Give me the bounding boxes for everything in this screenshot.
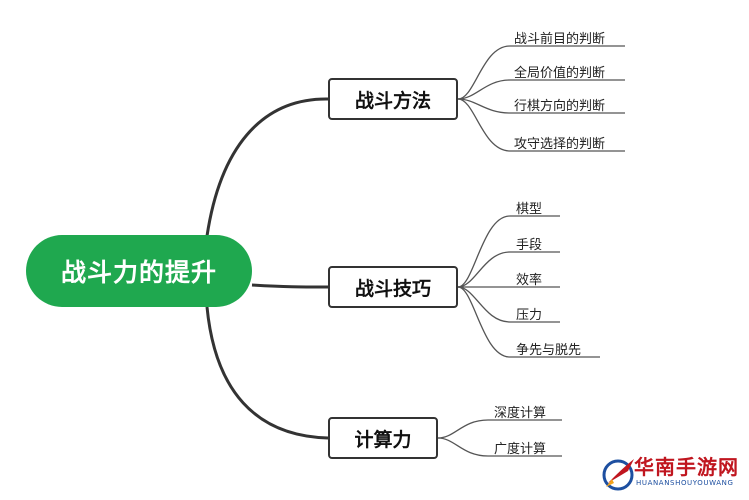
leaf-node: 手段 xyxy=(516,238,543,253)
watermark-logo: 华南手游网 HUANANSHOUYOUWANG xyxy=(598,451,744,495)
leaf-node: 全局价值的判断 xyxy=(514,66,606,81)
root-node: 战斗力的提升 xyxy=(26,235,252,307)
leaf-node: 棋型 xyxy=(516,202,543,217)
branch-node-label: 战斗方法 xyxy=(354,89,431,112)
leaf-node: 战斗前目的判断 xyxy=(514,32,606,47)
leaf-node: 攻守选择的判断 xyxy=(514,137,606,152)
rocket-logo-icon xyxy=(602,459,634,491)
leaf-node: 压力 xyxy=(516,308,543,323)
leaf-node: 行棋方向的判断 xyxy=(514,99,606,114)
branch-node-battle-method: 战斗方法 xyxy=(328,78,458,120)
branch-node-calculation: 计算力 xyxy=(328,417,438,459)
branch2-leaf-lines xyxy=(457,215,600,358)
leaf-node: 广度计算 xyxy=(494,442,547,457)
connector-root-branch3 xyxy=(205,306,329,440)
watermark-title: 华南手游网 xyxy=(634,455,739,479)
connector-root-branch1 xyxy=(205,97,329,237)
leaf-node: 争先与脱先 xyxy=(516,343,582,358)
leaf-node: 效率 xyxy=(516,273,543,288)
root-node-label: 战斗力的提升 xyxy=(60,258,217,287)
branch-node-label: 计算力 xyxy=(354,428,412,451)
watermark-subtitle: HUANANSHOUYOUWANG xyxy=(636,479,734,487)
branch3-leaf-lines xyxy=(437,419,562,457)
branch-node-label: 战斗技巧 xyxy=(354,277,431,300)
leaf-node: 深度计算 xyxy=(494,406,547,421)
branch1-leaf-lines xyxy=(457,45,625,152)
branch-node-battle-skill: 战斗技巧 xyxy=(328,266,458,308)
connector-root-branch2 xyxy=(251,283,329,289)
